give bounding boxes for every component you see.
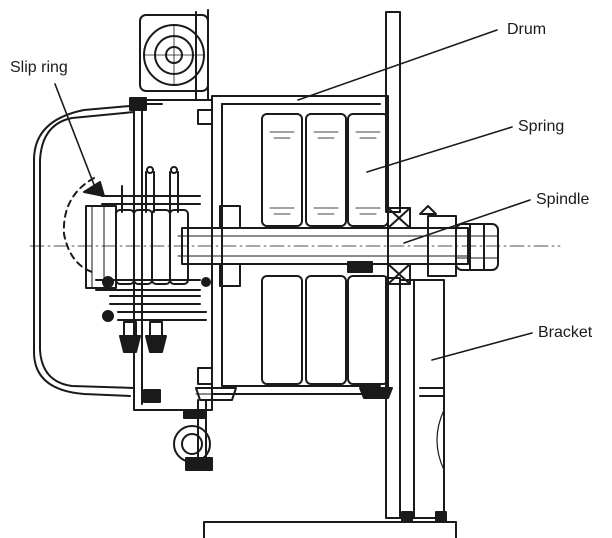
spring-leader [366, 126, 513, 173]
spindle-shaft [29, 227, 561, 265]
bracket-label: Bracket [538, 324, 593, 341]
spindle-label: Spindle [536, 191, 590, 208]
left-housing [33, 99, 213, 411]
slip-ring-label: Slip ring [10, 59, 68, 76]
bracket-leader [431, 332, 533, 361]
terminal-connectors [119, 321, 167, 353]
housing-fasteners [129, 97, 393, 403]
bearings [219, 205, 411, 287]
bracket-stand [203, 279, 457, 538]
slip-ring-assembly [83, 166, 211, 322]
drum-housing [197, 95, 389, 395]
lower-springs [261, 275, 389, 385]
end-nut [419, 205, 499, 277]
drum-leader [297, 29, 498, 101]
slip-ring-leader [54, 83, 99, 196]
top-pulley [139, 9, 209, 101]
cable-clamp [173, 399, 213, 471]
spring-label: Spring [518, 118, 565, 135]
upper-springs [261, 113, 389, 227]
drum-label: Drum [507, 21, 547, 38]
